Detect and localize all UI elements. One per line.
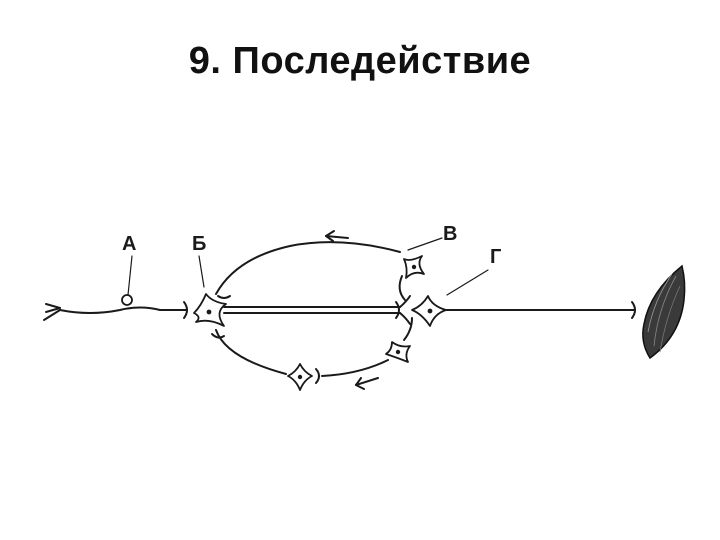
label-b: Б (192, 233, 206, 255)
lower-loop-path-1 (215, 329, 287, 375)
lower-neuron-1 (287, 363, 313, 391)
pointer-v (407, 237, 443, 251)
pointer-a (127, 255, 133, 296)
label-g: Г (490, 246, 501, 268)
label-a: А (122, 233, 136, 255)
lower-loop-path-2 (321, 359, 389, 377)
slide-title: 9. Последействие (188, 40, 532, 82)
neuron-b (193, 293, 227, 327)
lower-neuron-2 (385, 341, 411, 363)
upper-loop-path (215, 241, 401, 295)
sensory-ganglion-a (121, 294, 133, 306)
pointer-g (446, 269, 489, 296)
neuron-v (403, 255, 425, 279)
muscle (642, 264, 686, 360)
label-v: В (443, 223, 457, 245)
afferent-fiber (43, 301, 188, 321)
pointer-b (198, 255, 205, 288)
upper-arrow (325, 235, 349, 239)
neuron-g (411, 295, 447, 327)
lower-arrow (355, 377, 379, 386)
